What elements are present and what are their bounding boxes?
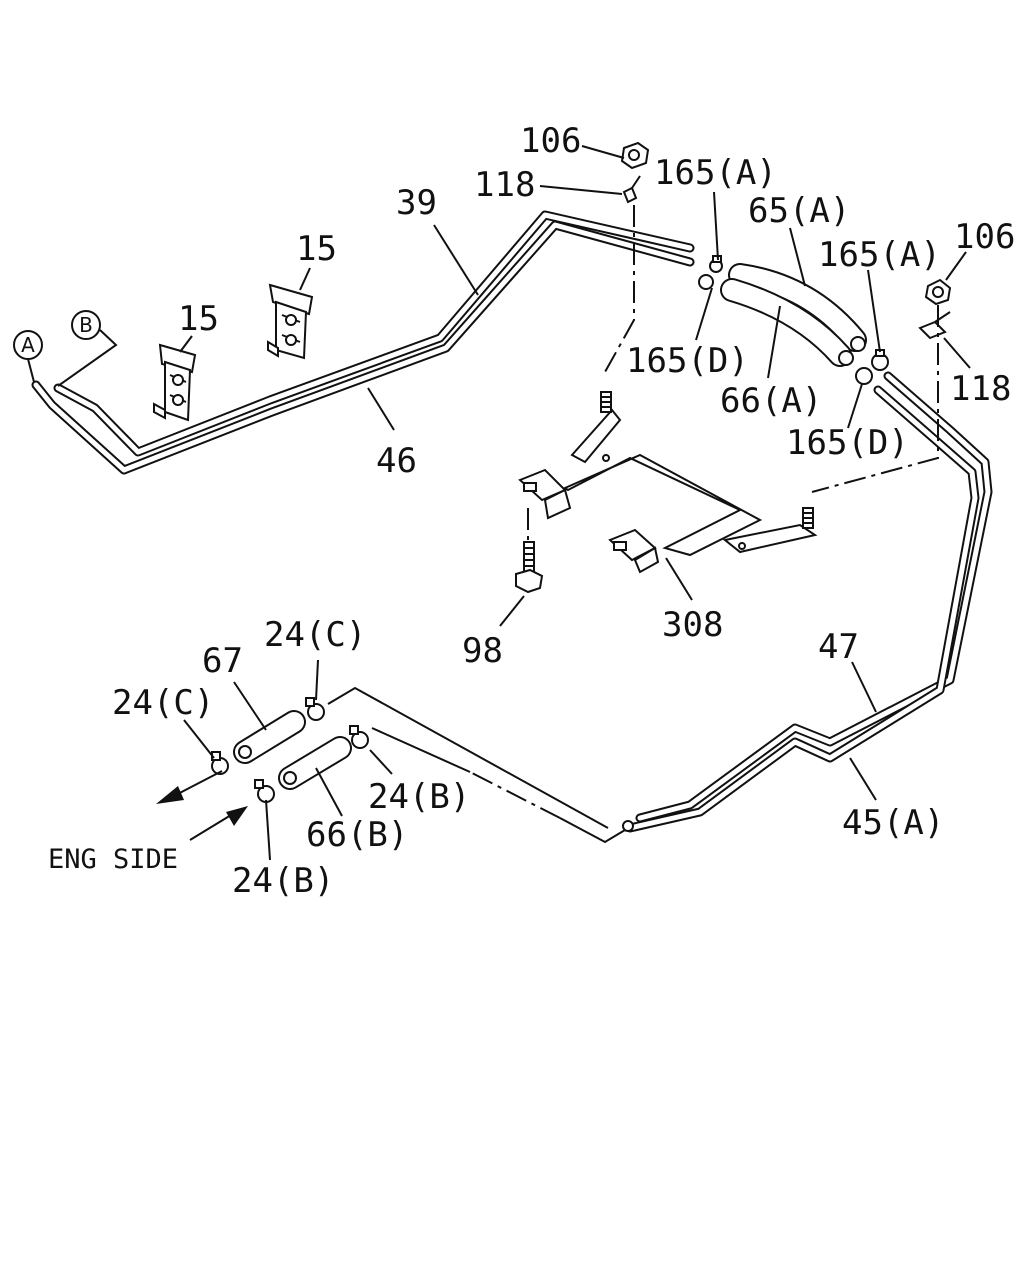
tube-thin-upper: [327, 686, 609, 829]
label-165d-left: 165(D): [626, 341, 749, 381]
label-15-lower: 15: [178, 299, 219, 339]
bracket-308: [518, 408, 818, 574]
stud-bolt-right: [802, 507, 814, 529]
label-106-top: 106: [520, 121, 581, 161]
nut-106-right: [924, 278, 952, 306]
clamp-24c-top: [305, 697, 325, 721]
label-165a-right: 165(A): [818, 235, 941, 275]
label-46: 46: [376, 441, 417, 481]
clip-118-top: [622, 175, 641, 204]
label-15-upper: 15: [296, 229, 337, 269]
hose-66a: [720, 278, 854, 367]
label-67: 67: [202, 641, 243, 681]
clip-118-right: [918, 311, 951, 340]
label-39: 39: [396, 183, 437, 223]
label-45a: 45(A): [842, 803, 944, 843]
hose-67: [233, 710, 306, 764]
label-66a: 66(A): [720, 381, 822, 421]
clamp-165a-top: [709, 255, 723, 273]
pipe-39: [53, 210, 695, 457]
label-165d-right: 165(D): [786, 423, 909, 463]
label-65a: 65(A): [748, 191, 850, 231]
arrow-right-icon: [189, 806, 248, 841]
label-24b-right: 24(B): [368, 777, 470, 817]
clamp-24c-left: [211, 751, 229, 775]
stud-bolt-left: [600, 391, 612, 413]
label-98: 98: [462, 631, 503, 671]
clamp-165d-right: [855, 367, 873, 385]
svg-text:A: A: [21, 333, 35, 357]
label-106-right: 106: [954, 217, 1015, 257]
hose-65a: [728, 263, 867, 352]
svg-text:B: B: [79, 313, 93, 337]
pipe-45a: [625, 385, 980, 833]
clamp-165a-right: [871, 349, 889, 371]
clamp-165d-left: [698, 274, 714, 290]
clamp-24b-bottom: [254, 779, 275, 803]
marker-b: B: [71, 310, 101, 340]
label-165a-top: 165(A): [654, 153, 777, 193]
pipe-47: [635, 371, 993, 823]
label-24c-top: 24(C): [264, 615, 366, 655]
label-118-right: 118: [950, 369, 1011, 409]
leader-lines: [179, 145, 971, 861]
bolt-98: [515, 541, 544, 594]
arrow-left-icon: [156, 770, 223, 804]
nut-106-top: [620, 141, 650, 170]
hose-66b: [278, 736, 352, 790]
clamp-24b-right: [349, 725, 369, 749]
label-47: 47: [818, 627, 859, 667]
label-24c-left: 24(C): [112, 683, 214, 723]
label-118-top: 118: [474, 165, 535, 205]
clip-15-upper: [267, 283, 314, 360]
tube-thin-lower-end: [371, 727, 471, 773]
pipe-46: [31, 220, 695, 475]
clip-15-lower: [153, 343, 197, 422]
marker-a: A: [13, 330, 43, 360]
label-24b-bottom: 24(B): [232, 861, 334, 901]
label-308: 308: [662, 605, 723, 645]
tube-thin-lower: [559, 817, 626, 844]
label-eng-side: ENG SIDE: [48, 844, 178, 875]
label-66b: 66(B): [306, 815, 408, 855]
